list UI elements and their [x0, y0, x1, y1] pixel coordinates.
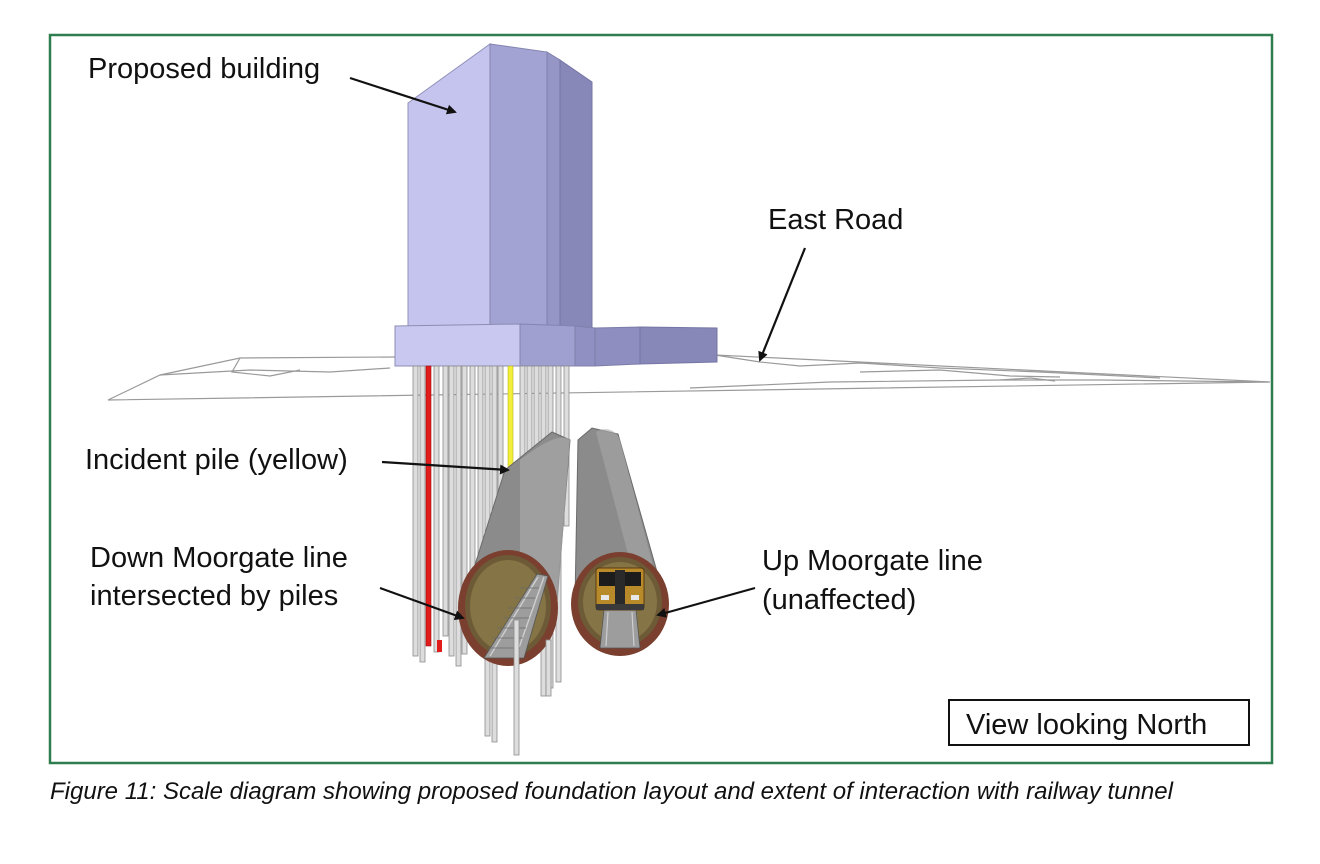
red-pile	[425, 365, 432, 647]
building-side-face	[489, 43, 548, 331]
pile-cap	[394, 323, 718, 367]
figure-caption: Figure 11: Scale diagram showing propose…	[50, 778, 1173, 805]
down-moorgate-tunnel	[458, 431, 571, 666]
building-arrow	[349, 76, 457, 115]
incident-pile-label: Incident pile (yellow)	[85, 444, 348, 476]
proposed-building	[407, 43, 593, 331]
diagram-frame	[48, 33, 1274, 765]
train	[595, 567, 645, 611]
pile	[433, 365, 440, 653]
red-pile-tip	[437, 640, 442, 652]
down-tunnel-track	[483, 573, 549, 659]
building-rear-face	[559, 59, 593, 331]
up-line-label-2: (unaffected)	[762, 584, 916, 616]
view-direction-label: View looking North	[966, 709, 1207, 741]
building-side-face-2	[546, 51, 561, 331]
incident-pile-arrow	[381, 460, 510, 475]
annotation-arrows	[349, 76, 807, 620]
pile	[513, 619, 520, 756]
pile	[419, 365, 426, 663]
view-direction-box	[948, 699, 1250, 746]
road-label: East Road	[768, 204, 903, 236]
pile	[412, 365, 419, 657]
pile	[545, 639, 552, 697]
pile	[461, 365, 468, 655]
down-line-label-1: Down Moorgate line	[90, 542, 348, 574]
pile-group-front	[513, 619, 552, 756]
building-label: Proposed building	[88, 53, 320, 85]
building-front-face	[407, 43, 491, 331]
road-arrow	[758, 247, 807, 362]
pile	[455, 365, 462, 667]
up-line-label-1: Up Moorgate line	[762, 545, 983, 577]
up-line-arrow	[656, 586, 756, 618]
pile	[448, 365, 455, 657]
pile	[442, 365, 449, 637]
down-line-arrow	[379, 586, 465, 620]
down-line-label-2: intersected by piles	[90, 580, 338, 612]
up-moorgate-tunnel	[571, 427, 669, 656]
